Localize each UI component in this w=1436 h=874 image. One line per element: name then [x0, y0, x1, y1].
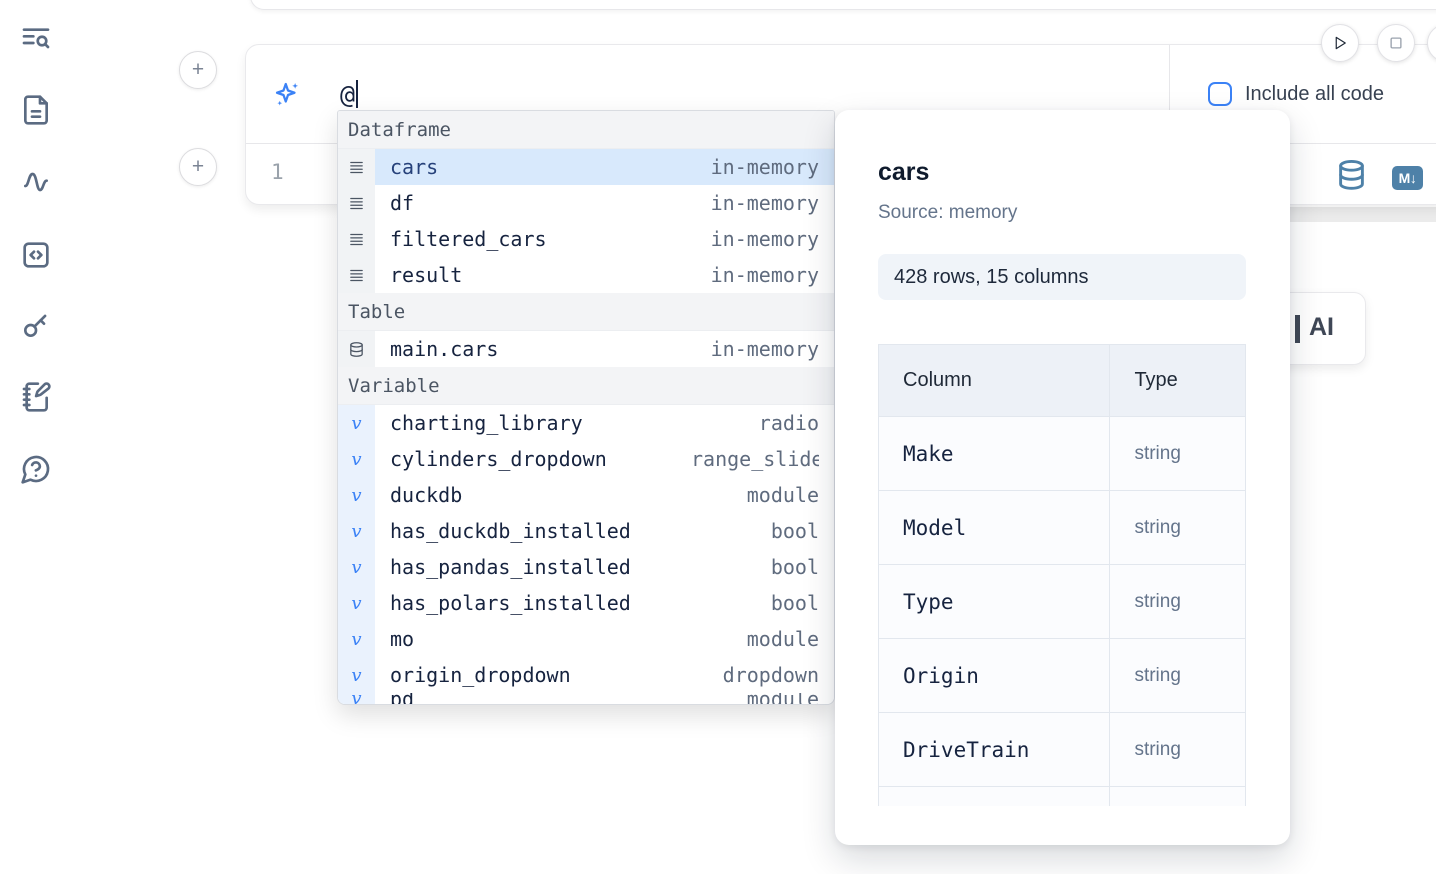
partial-letter — [1295, 315, 1300, 343]
variable-icon: v — [338, 549, 375, 585]
section-header-dataframe: Dataframe — [338, 111, 834, 149]
line-number: 1 — [271, 160, 284, 184]
run-cell-button[interactable] — [1321, 24, 1359, 62]
table-row: Model string — [878, 490, 1246, 565]
column-header: Column — [878, 344, 1111, 417]
help-chat-icon[interactable] — [20, 453, 52, 485]
autocomplete-item-has-duckdb-installed[interactable]: v has_duckdb_installed bool — [338, 513, 834, 549]
key-icon[interactable] — [20, 309, 52, 341]
variable-icon: v — [338, 477, 375, 513]
autocomplete-item-cars[interactable]: cars in-memory — [338, 149, 834, 185]
autocomplete-item-df[interactable]: df in-memory — [338, 185, 834, 221]
variable-icon: v — [338, 441, 375, 477]
preview-title: cars — [878, 158, 930, 186]
section-header-variable: Variable — [338, 367, 834, 405]
variable-icon: v — [338, 621, 375, 657]
preview-schema-table: Column Type Make string Model string Typ… — [878, 344, 1247, 806]
autocomplete-item-origin-dropdown[interactable]: v origin_dropdown dropdown — [338, 657, 834, 693]
table-row: DriveTrain string — [878, 712, 1246, 787]
markdown-button[interactable]: M↓ — [1392, 166, 1423, 190]
variable-icon: v — [338, 693, 375, 704]
include-all-code-group: Include all code — [1169, 45, 1436, 143]
rows-icon — [338, 185, 375, 221]
prompt-text: @ — [340, 79, 356, 109]
play-icon — [1335, 36, 1346, 50]
include-all-code-label: Include all code — [1245, 82, 1384, 105]
table-row: Origin string — [878, 638, 1246, 713]
add-cell-button-bottom[interactable]: + — [179, 148, 217, 186]
rows-icon — [338, 257, 375, 293]
type-header: Type — [1109, 344, 1246, 417]
autocomplete-item-duckdb[interactable]: v duckdb module — [338, 477, 834, 513]
table-row: Make string — [878, 416, 1246, 491]
autocomplete-item-has-polars-installed[interactable]: v has_polars_installed bool — [338, 585, 834, 621]
include-all-code-checkbox[interactable] — [1208, 82, 1232, 106]
preview-shape-badge: 428 rows, 15 columns — [878, 254, 1246, 300]
variable-icon: v — [338, 405, 375, 441]
ai-prompt-row: @ Include all code — [246, 45, 1436, 143]
autocomplete-item-mo[interactable]: v mo module — [338, 621, 834, 657]
autocomplete-item-has-pandas-installed[interactable]: v has_pandas_installed bool — [338, 549, 834, 585]
text-caret — [356, 80, 359, 108]
ai-card-label: AI — [1309, 313, 1334, 341]
section-header-table: Table — [338, 293, 834, 331]
table-header-row: Column Type — [878, 344, 1246, 417]
stop-icon — [1390, 37, 1402, 49]
autocomplete-item-filtered-cars[interactable]: filtered_cars in-memory — [338, 221, 834, 257]
sparkles-icon — [275, 82, 298, 106]
text-search-icon[interactable] — [20, 23, 52, 55]
autocomplete-item-result[interactable]: result in-memory — [338, 257, 834, 293]
table-row-clipped — [878, 786, 1246, 806]
code-editor[interactable]: 1 M↓ — [246, 144, 1436, 205]
dataframe-preview-panel: cars Source: memory 428 rows, 15 columns… — [835, 110, 1290, 845]
stop-button[interactable] — [1377, 24, 1415, 62]
ai-prompt-input[interactable]: @ — [340, 79, 359, 109]
autocomplete-item-clipped[interactable]: v pd module — [338, 693, 834, 704]
autocomplete-item-cylinders-dropdown[interactable]: v cylinders_dropdown range_slider — [338, 441, 834, 477]
variable-icon: v — [338, 513, 375, 549]
notebook-pen-icon[interactable] — [20, 381, 52, 413]
rows-icon — [338, 149, 375, 185]
add-cell-button-top[interactable]: + — [179, 51, 217, 89]
table-row: Type string — [878, 564, 1246, 639]
activity-icon[interactable] — [20, 166, 52, 198]
preview-source: Source: memory — [878, 202, 1018, 223]
database-button[interactable] — [1337, 159, 1366, 192]
sidebar — [0, 0, 72, 874]
variable-icon: v — [338, 657, 375, 693]
variable-icon: v — [338, 585, 375, 621]
autocomplete-menu: Dataframe cars in-memory df in-memory fi… — [337, 110, 835, 705]
previous-cell-edge — [250, 0, 1436, 10]
rows-icon — [338, 221, 375, 257]
autocomplete-item-main-cars[interactable]: main.cars in-memory — [338, 331, 834, 367]
file-document-icon[interactable] — [20, 94, 52, 126]
database-icon — [338, 331, 375, 367]
code-snippets-icon[interactable] — [20, 239, 52, 271]
autocomplete-item-charting-library[interactable]: v charting_library radio — [338, 405, 834, 441]
